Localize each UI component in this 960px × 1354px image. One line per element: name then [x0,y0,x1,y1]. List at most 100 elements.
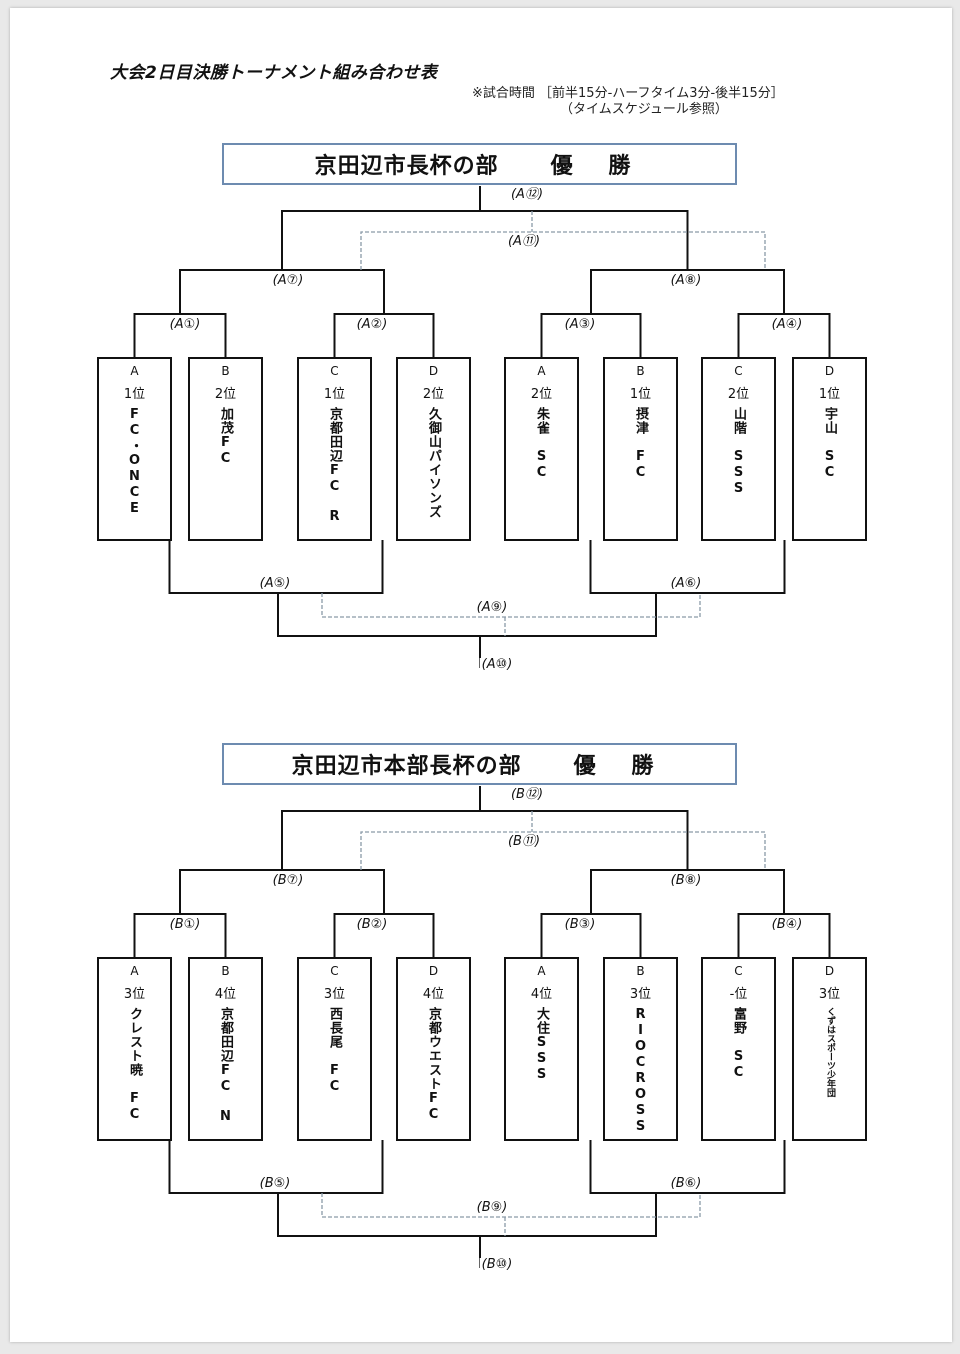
team-group: D [824,364,835,378]
match-5-line [168,540,384,594]
team-rank: 4位 [214,987,237,1002]
team-group: A [130,964,139,978]
team-rank: 2位 [727,387,750,402]
match-label-m3: (A③) [562,317,598,332]
team-group: D [824,964,835,978]
team-name: 京都田辺FC N [218,1007,233,1125]
team-box: A 3位クレスト暁 FC [97,957,172,1141]
match-label-m7: (A⑦) [270,273,306,288]
schedule-reference-note: （タイムスケジュール参照） [560,102,728,117]
winner-label: 優 勝 [550,154,645,179]
match-label-m8: (A⑧) [668,273,704,288]
team-group: B [221,964,230,978]
team-name: 富野 SC [731,1007,746,1081]
match-label-m9: (B⑨) [474,1200,510,1215]
match-10-line [277,593,657,637]
match-label-m2: (A②) [354,317,390,332]
match-6-line [589,540,786,594]
team-rank: 4位 [422,987,445,1002]
match-label-m5: (B⑤) [257,1176,293,1191]
team-name: くずはスポーツ少年団 [825,1007,835,1097]
team-box: A 4位大住SSS [504,957,579,1141]
team-name: 摂津 FC [633,407,648,481]
match-10-line [277,1193,657,1237]
team-rank: 1位 [818,387,841,402]
team-box: A 1位 FC・ONCE [97,357,172,541]
team-group: C [330,364,339,378]
team-name: 京都田辺FC R [327,407,342,525]
team-group: A [537,964,546,978]
team-rank: 1位 [123,387,146,402]
team-name: 久御山パイソンズ [426,407,441,519]
match-12-line [281,210,689,270]
team-box: D 1位宇山 SC [792,357,867,541]
match-label-m12: (A⑫) [508,187,546,202]
match-label-m1: (B①) [167,917,203,932]
team-group: B [636,964,645,978]
team-box: D 3位くずはスポーツ少年団 [792,957,867,1141]
match-label-m10: (A⑩) [479,657,515,672]
team-name: RIOCROSS [633,1007,648,1135]
team-name: FC・ONCE [127,407,142,517]
match-label-m12: (B⑫) [508,787,546,802]
team-box: B 1位摂津 FC [603,357,678,541]
match-label-m2: (B②) [354,917,390,932]
team-group: A [130,364,139,378]
team-group: C [734,364,743,378]
team-box: C 2位山階 SSS [701,357,776,541]
team-rank: 4位 [530,987,553,1002]
team-group: D [428,964,439,978]
team-group: B [636,364,645,378]
winner-label: 優 勝 [573,754,668,779]
team-name: 朱雀 SC [534,407,549,481]
bracket-title: 京田辺市長杯の部 [314,154,499,179]
match-6-line [589,1140,786,1194]
match-label-m7: (B⑦) [270,873,306,888]
bracket-title: 京田辺市本部長杯の部 [291,754,522,779]
match-12-line [281,810,689,870]
team-box: B 3位 RIOCROSS [603,957,678,1141]
bracket-a: 京田辺市長杯の部 優 勝 (A⑫)(A⑪)(A⑦)(A⑧)(A①)(A②)(A③… [0,0,960,672]
bracket-banner: 京田辺市長杯の部 優 勝 [222,143,737,185]
match-label-m11: (A⑪) [505,234,543,249]
team-box: D 2位久御山パイソンズ [396,357,471,541]
team-name: クレスト暁 FC [127,1007,142,1123]
match-label-m10: (B⑩) [479,1257,515,1272]
team-rank: 2位 [530,387,553,402]
team-group: A [537,364,546,378]
match-5-line [168,1140,384,1194]
team-group: C [734,964,743,978]
match-label-m6: (B⑥) [668,1176,704,1191]
match-9-line [321,1193,701,1218]
team-name: 大住SSS [534,1007,549,1083]
team-rank: 1位 [629,387,652,402]
team-name: 山階 SSS [731,407,746,497]
team-rank: 2位 [422,387,445,402]
team-name: 宇山 SC [822,407,837,481]
match-label-m5: (A⑤) [257,576,293,591]
match-label-m6: (A⑥) [668,576,704,591]
team-rank: 3位 [123,987,146,1002]
match-11-line [360,831,766,870]
team-rank: 3位 [818,987,841,1002]
match-9-line [321,593,701,618]
match-11-line [360,231,766,270]
match-label-m3: (B③) [562,917,598,932]
match-label-m4: (A④) [769,317,805,332]
team-group: B [221,364,230,378]
team-box: A 2位朱雀 SC [504,357,579,541]
match-time-note: ※試合時間 ［前半15分-ハーフタイム3分-後半15分］ [472,86,784,101]
team-box: B 4位京都田辺FC N [188,957,263,1141]
team-name: 西長尾 FC [327,1007,342,1095]
team-rank: 3位 [629,987,652,1002]
match-label-m8: (B⑧) [668,873,704,888]
team-name: 加茂FC [218,407,233,467]
team-group: C [330,964,339,978]
team-group: D [428,364,439,378]
